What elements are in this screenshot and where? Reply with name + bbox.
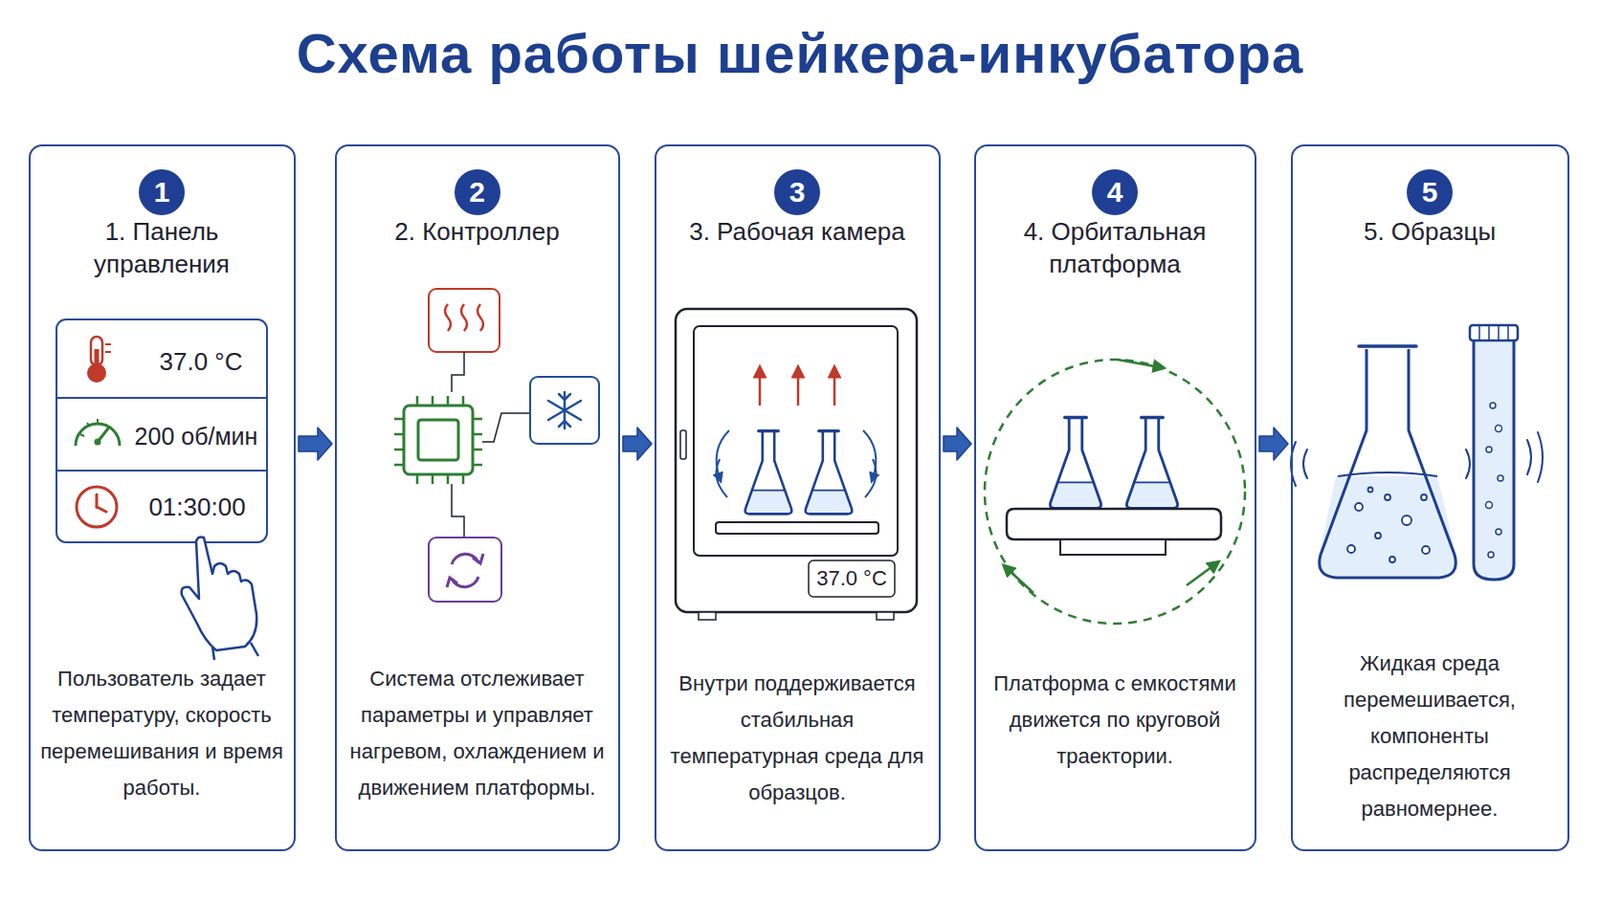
step-number: 1 xyxy=(138,169,185,216)
control-display xyxy=(56,319,267,661)
step-number: 3 xyxy=(774,169,821,216)
display-reading: 200 об/мин xyxy=(134,422,259,451)
orbital-platform xyxy=(984,359,1245,624)
incubator-chamber xyxy=(675,309,917,621)
step-panel: 44. Орбитальная платформаПлатформа с емк… xyxy=(974,144,1257,852)
step-heading: 5. Образцы xyxy=(1305,215,1555,248)
step-number: 5 xyxy=(1406,169,1453,216)
chamber-temperature: 37.0 °C xyxy=(816,566,888,592)
step-description: Внутри поддерживается стабильная темпера… xyxy=(667,666,927,812)
step-heading: 1. Панель управления xyxy=(66,215,258,281)
samples xyxy=(1290,325,1543,580)
diagram-title: Схема работы шейкера-инкубатора xyxy=(0,21,1600,86)
step-description: Система отслеживает параметры и управляе… xyxy=(347,661,608,807)
display-reading: 01:30:00 xyxy=(148,492,245,523)
step-description: Жидкая среда перемешивается, компоненты … xyxy=(1333,645,1526,828)
step-number: 2 xyxy=(454,169,501,216)
step-panel: 55. ОбразцыЖидкая среда перемешивается, … xyxy=(1290,144,1570,852)
step-description: Платформа с емкостями движется по кругов… xyxy=(990,666,1240,776)
step-heading: 2. Контроллер xyxy=(348,215,607,248)
controller-chip xyxy=(394,288,600,602)
step-panel: 22. КонтроллерСистема отслеживает параме… xyxy=(334,144,621,852)
flow-arrow xyxy=(943,427,972,461)
step-number: 4 xyxy=(1091,169,1138,216)
flow-arrow xyxy=(298,427,333,461)
step-panel: 33. Рабочая камераВнутри поддерживается … xyxy=(654,144,941,852)
flow-arrow xyxy=(622,427,652,461)
flow-arrow xyxy=(1259,427,1289,461)
step-description: Пользователь задает температуру, скорост… xyxy=(40,661,285,807)
display-reading: 37.0 °C xyxy=(158,347,243,378)
step-heading: 3. Рабочая камера xyxy=(663,215,932,248)
step-heading: 4. Орбитальная платформа xyxy=(1009,215,1221,281)
